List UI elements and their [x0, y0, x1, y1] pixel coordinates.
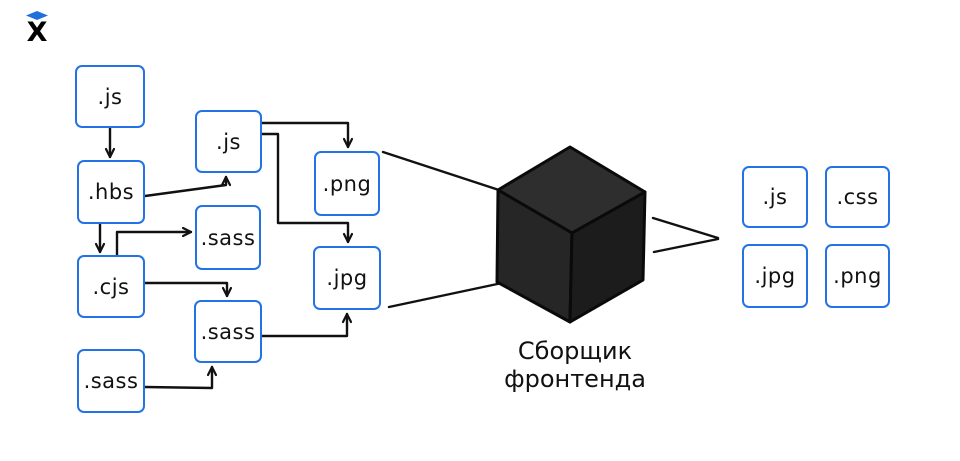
node-label: .cjs	[92, 274, 130, 299]
edge-mid-js-to-jpg	[260, 132, 354, 244]
line-jpg-to-bundler	[387, 281, 504, 309]
node-label: .sass	[83, 369, 139, 393]
node-out-jpg: .jpg	[742, 244, 808, 308]
node-label: .js	[216, 129, 241, 154]
edge-mid-js-to-png	[260, 121, 354, 149]
node-src-sass: .sass	[77, 349, 145, 413]
x-logo-glyph: X	[26, 17, 48, 48]
bundler-caption-line1: Сборщик	[517, 337, 633, 365]
bundler-cube	[495, 145, 647, 324]
node-label: .hbs	[87, 180, 135, 204]
line-png-to-bundler	[381, 150, 504, 193]
line-bundler-to-output-bottom	[652, 237, 720, 254]
edge-src-sass-to-sass-bottom	[143, 365, 218, 390]
node-label: .css	[836, 185, 879, 209]
edge-cjs-to-sass-top	[115, 226, 193, 258]
edge-hbs-to-mid-js	[143, 175, 232, 198]
node-out-js: .js	[742, 166, 808, 228]
node-label: .js	[97, 84, 123, 109]
node-mid-js: .js	[195, 110, 262, 173]
node-out-png: .png	[825, 244, 890, 308]
bundler-caption: Сборщик фронтенда	[465, 337, 685, 394]
node-src-cjs: .cjs	[77, 255, 145, 318]
node-out-css: .css	[825, 166, 890, 228]
node-label: .js	[762, 185, 788, 209]
node-asset-jpg: .jpg	[313, 246, 381, 310]
line-bundler-to-output-top	[651, 216, 720, 240]
node-label: .png	[833, 264, 882, 288]
node-label: .sass	[200, 225, 256, 250]
node-asset-png: .png	[314, 151, 380, 216]
diamond-icon	[26, 11, 48, 20]
edge-sass-bottom-to-jpg	[260, 312, 353, 338]
node-src-js: .js	[75, 65, 145, 128]
node-mid-sass-bottom: .sass	[194, 300, 262, 363]
node-label: .sass	[200, 319, 256, 344]
cube-right-face	[568, 190, 647, 324]
brand-logo: X	[24, 11, 50, 46]
node-label: .png	[322, 171, 372, 196]
node-label: .jpg	[326, 266, 368, 290]
node-src-hbs: .hbs	[77, 160, 145, 224]
bundler-caption-line2: фронтенда	[504, 365, 646, 394]
edge-cjs-to-sass-bottom	[143, 281, 233, 298]
node-label: .jpg	[754, 264, 796, 288]
node-mid-sass-top: .sass	[195, 205, 261, 270]
